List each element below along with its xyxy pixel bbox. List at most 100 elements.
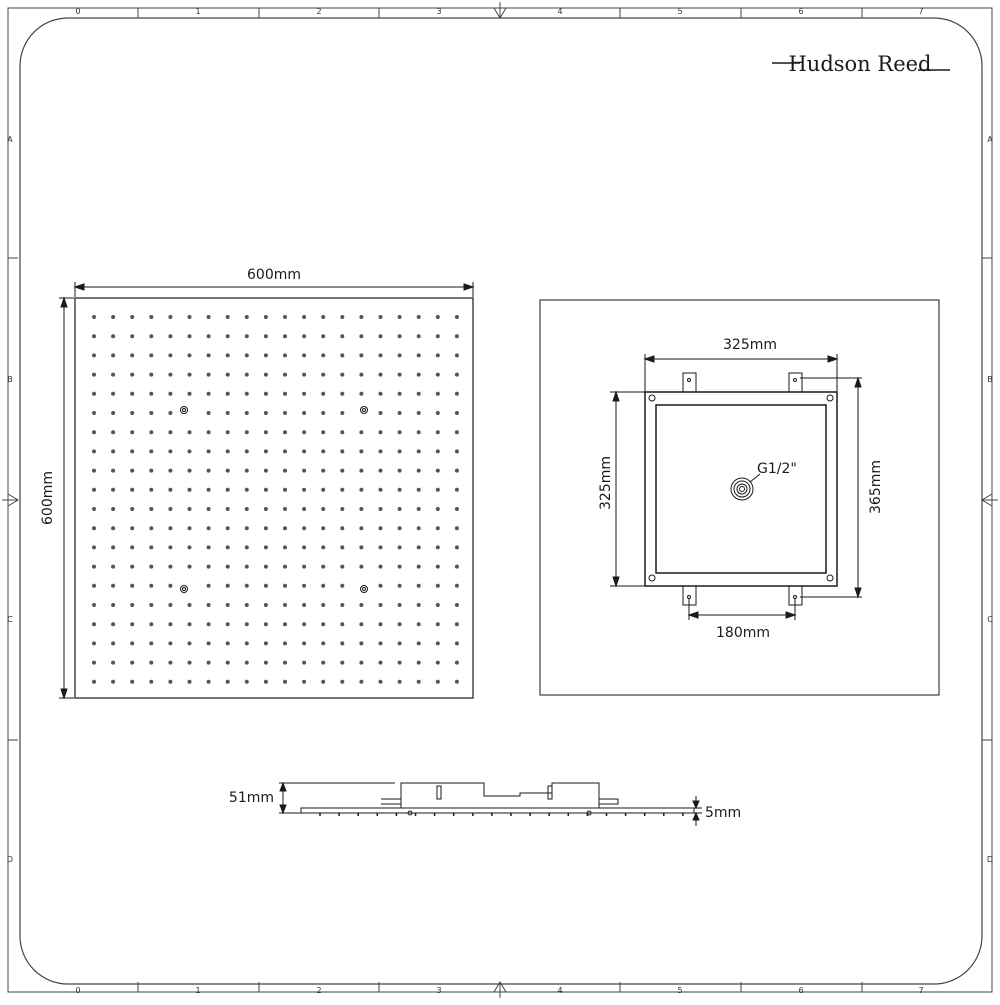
nozzle [283,411,287,415]
nozzle [263,430,268,435]
nozzle [187,372,192,377]
nozzle [302,449,307,454]
nozzle [302,564,307,569]
nozzle [225,487,230,492]
nozzle [130,468,135,473]
nozzle [187,564,192,569]
nozzle [302,315,307,319]
nozzle [454,660,459,665]
nozzle [149,334,154,339]
nozzle [321,391,326,396]
nozzle [225,641,230,646]
nozzle [263,411,268,415]
nozzle [168,622,173,627]
nozzle [206,507,211,511]
nozzle [340,468,345,473]
nozzle [187,526,192,531]
nozzle [111,353,116,358]
nozzle [454,564,459,569]
nozzle [435,660,440,665]
nozzle [340,315,345,319]
nozzle [359,507,364,511]
nozzle [111,507,116,511]
nozzle [321,430,326,435]
nozzle [263,487,268,492]
column-label: 3 [436,7,441,16]
nozzle [168,391,173,396]
nozzle [435,391,440,396]
nozzle [149,430,154,435]
nozzle [302,583,307,588]
nozzle [187,315,192,319]
nozzle [168,468,173,473]
nozzle [168,430,173,435]
nozzle [283,449,287,454]
nozzle [168,545,173,550]
nozzle [397,641,402,646]
row-label: B [7,375,13,384]
nozzle [378,468,383,473]
nozzle [416,641,421,646]
width-label: 600mm [247,267,301,283]
nozzle [244,315,249,319]
right-height-dimension [800,376,862,599]
nozzle [359,545,364,550]
row-label: C [7,615,13,624]
nozzle [130,564,135,569]
nozzle [416,603,421,607]
nozzle [435,315,440,319]
nozzle [168,679,173,684]
nozzle [130,334,135,339]
nozzle [187,641,192,646]
nozzle [359,603,364,607]
nozzle [149,507,154,511]
nozzle [263,564,268,569]
nozzle [92,430,96,435]
nozzle [283,372,287,377]
row-label: C [987,615,993,624]
nozzle [244,545,249,550]
nozzle [168,526,173,531]
nozzle [378,583,383,588]
plate-thickness-dimension [692,796,702,826]
nozzle [187,353,192,358]
nozzle [244,583,249,588]
row-label: D [987,855,993,864]
nozzle [359,391,364,396]
nozzle [435,564,440,569]
nozzle [302,372,307,377]
nozzle [244,622,249,627]
nozzle [187,679,192,684]
nozzle [340,449,345,454]
row-label: A [987,135,993,144]
nozzle [416,507,421,511]
nozzle [244,468,249,473]
nozzle [416,583,421,588]
nozzle [302,411,307,415]
nozzle [149,660,154,665]
column-label: 3 [436,986,441,995]
nozzle [454,641,459,646]
nozzle [111,372,116,377]
nozzle [225,679,230,684]
nozzle [321,564,326,569]
nozzle [206,622,211,627]
nozzle [283,679,287,684]
nozzle [359,622,364,627]
nozzle [168,315,173,319]
nozzle [111,660,116,665]
nozzle [187,449,192,454]
nozzle [263,468,268,473]
column-label: 4 [557,986,562,995]
nozzle [435,603,440,607]
nozzle [130,583,135,588]
nozzle [92,372,96,377]
nozzle [302,679,307,684]
nozzle [378,372,383,377]
nozzle [435,334,440,339]
nozzle [263,603,268,607]
nozzle [92,564,96,569]
nozzle [454,468,459,473]
nozzle [168,603,173,607]
